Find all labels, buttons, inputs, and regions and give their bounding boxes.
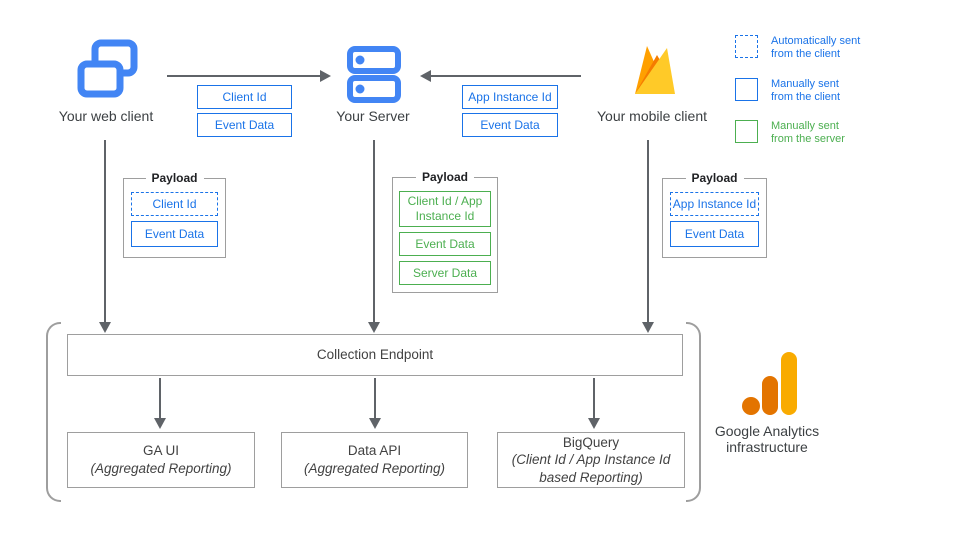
payload-title: Payload — [145, 171, 204, 185]
arrowhead-down-icon — [588, 418, 600, 429]
ga-infrastructure-caption: Google Analytics infrastructure — [701, 423, 833, 455]
arrowhead-down-icon — [368, 322, 380, 333]
legend-item-manual-server: Manually sent from the server — [771, 120, 845, 146]
data-api-title: Data API — [347, 443, 402, 459]
legend-item-manual-client: Manually sent from the client — [771, 78, 840, 104]
legend-line: Automatically sent — [771, 35, 861, 47]
payload-item: Server Data — [399, 261, 491, 285]
tag-event-data: Event Data — [197, 113, 292, 137]
payload-item: Event Data — [399, 232, 491, 256]
arrowhead-right-icon — [320, 70, 331, 82]
collection-endpoint-label: Collection Endpoint — [316, 347, 434, 363]
payload-item: Event Data — [670, 221, 759, 247]
payload-item: Client Id / App Instance Id — [399, 191, 491, 227]
arrow-endpoint-dataapi — [374, 378, 376, 418]
ga-ui-title: GA UI — [142, 443, 179, 459]
payload-title: Payload — [685, 171, 744, 185]
arrow-web-to-server — [167, 75, 321, 77]
arrowhead-down-icon — [369, 418, 381, 429]
arrow-endpoint-bigquery — [593, 378, 595, 418]
payload-web: Payload Client Id Event Data — [123, 171, 226, 258]
bigquery-box: BigQuery (Client Id / App Instance Id ba… — [497, 432, 685, 488]
tag-event-data: Event Data — [462, 113, 558, 137]
server-icon — [347, 46, 401, 103]
arrow-web-down — [104, 140, 106, 322]
infrastructure-bracket-right — [686, 322, 701, 502]
ga-ui-box: GA UI (Aggregated Reporting) — [67, 432, 255, 488]
arrowhead-down-icon — [99, 322, 111, 333]
mobile-client-label: Your mobile client — [597, 108, 707, 124]
collection-endpoint-box: Collection Endpoint — [67, 334, 683, 376]
tag-app-instance-id: App Instance Id — [462, 85, 558, 109]
payload-server: Payload Client Id / App Instance Id Even… — [392, 170, 498, 293]
legend-line: from the client — [771, 91, 841, 103]
legend-line: Manually sent — [771, 78, 839, 90]
bigquery-title: BigQuery — [562, 434, 620, 450]
legend-line: from the client — [771, 48, 841, 60]
arrowhead-down-icon — [154, 418, 166, 429]
data-api-box: Data API (Aggregated Reporting) — [281, 432, 468, 488]
payload-title: Payload — [415, 170, 475, 184]
caption-line: infrastructure — [726, 439, 808, 455]
tag-client-id: Client Id — [197, 85, 292, 109]
legend-swatch-dashed-blue — [735, 35, 758, 58]
web-client-icon — [77, 39, 138, 98]
arrow-mobile-down — [647, 140, 649, 322]
legend-swatch-solid-blue — [735, 78, 758, 101]
firebase-mobile-icon — [635, 46, 675, 94]
legend-swatch-solid-green — [735, 120, 758, 143]
payload-item: Client Id — [131, 192, 218, 216]
ga-ui-subtitle: (Aggregated Reporting) — [90, 461, 232, 476]
server-label: Your Server — [336, 108, 410, 124]
arrow-mobile-to-server — [430, 75, 581, 77]
infrastructure-bracket-left — [46, 322, 61, 502]
payload-item: Event Data — [131, 221, 218, 247]
legend-line: Manually sent — [771, 120, 839, 132]
arrow-endpoint-gaui — [159, 378, 161, 418]
payload-mobile: Payload App Instance Id Event Data — [662, 171, 767, 258]
payload-item: App Instance Id — [670, 192, 759, 216]
arrowhead-left-icon — [420, 70, 431, 82]
data-api-subtitle: (Aggregated Reporting) — [303, 461, 446, 476]
caption-line: Google Analytics — [714, 423, 820, 439]
arrow-server-down — [373, 140, 375, 322]
bigquery-subtitle: (Client Id / App Instance Id based Repor… — [511, 452, 671, 485]
google-analytics-logo-icon — [742, 352, 797, 415]
legend-item-auto-client: Automatically sent from the client — [771, 35, 860, 61]
arrowhead-down-icon — [642, 322, 654, 333]
web-client-label: Your web client — [58, 108, 154, 124]
legend-line: from the server — [771, 133, 845, 145]
